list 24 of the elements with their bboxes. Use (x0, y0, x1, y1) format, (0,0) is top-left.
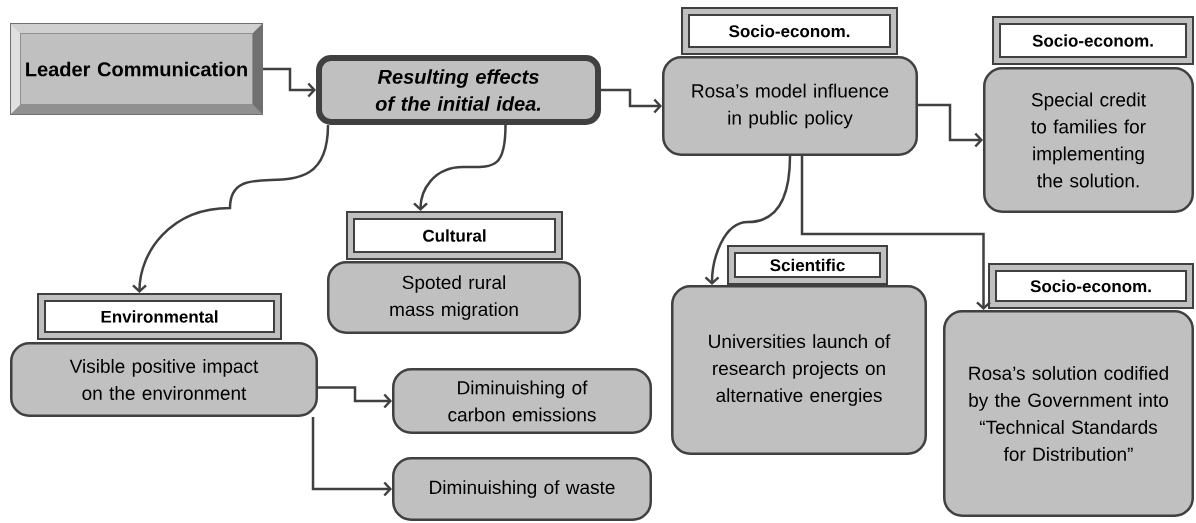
highlighted-box: Resulting effects of the initial idea. (316, 55, 601, 125)
category-tag: Cultural (346, 211, 563, 260)
rounded-box: Diminuishing of waste (392, 457, 652, 521)
category-tag: Socio-econom. (992, 16, 1194, 65)
arrow (311, 417, 392, 497)
category-tag: Socio-econom. (681, 7, 898, 55)
category-tag: Scientific (727, 245, 888, 285)
rounded-box: Visible positive impact on the environment (10, 342, 318, 417)
arrow (918, 103, 983, 148)
arrow (263, 67, 316, 98)
beveled-box: Leader Communication (10, 23, 263, 115)
rounded-box: Rosa’s solution codified by the Government into “Technical Standards for Distribution” (943, 310, 1194, 517)
arrow (704, 155, 792, 285)
arrow (132, 124, 330, 293)
rounded-box: Special credit to families for implementing the solution. (983, 67, 1194, 213)
arrow (318, 386, 392, 409)
arrow (800, 156, 991, 310)
rounded-box: Rosa’s model influence in public policy (662, 56, 918, 156)
arrow (413, 124, 507, 211)
category-tag: Environmental (37, 293, 282, 340)
rounded-box: Diminuishing of carbon emissions (392, 368, 652, 434)
arrow (601, 88, 662, 114)
category-tag: Socio-econom. (988, 263, 1194, 309)
rounded-box: Spoted rural mass migration (327, 261, 581, 334)
